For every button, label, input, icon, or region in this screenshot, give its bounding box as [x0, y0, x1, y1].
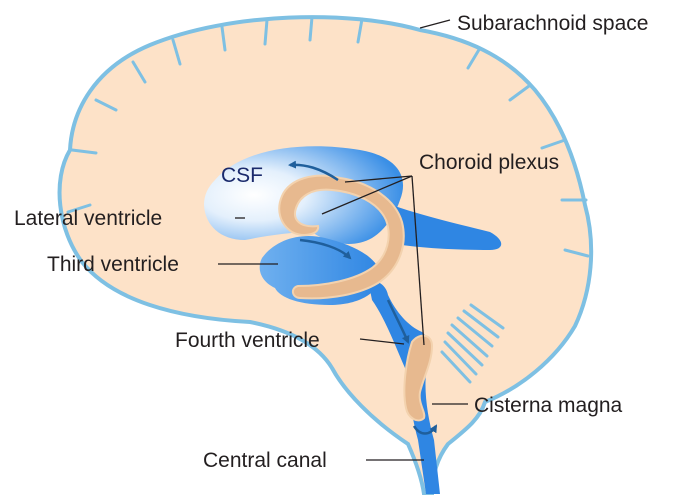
label-third-ventricle: Third ventricle [47, 253, 179, 276]
label-fourth-ventricle: Fourth ventricle [175, 329, 320, 352]
label-csf: CSF [221, 164, 263, 187]
label-cisterna-magna: Cisterna magna [474, 394, 623, 417]
label-lateral-ventricle: Lateral ventricle [14, 207, 162, 230]
label-subarachnoid-space: Subarachnoid space [457, 12, 648, 35]
label-choroid-plexus: Choroid plexus [419, 151, 559, 174]
label-central-canal: Central canal [203, 449, 327, 472]
